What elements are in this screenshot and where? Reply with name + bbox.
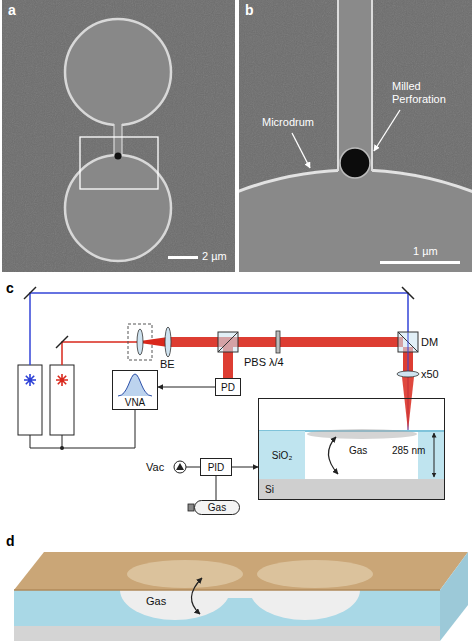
waveplate (276, 331, 280, 353)
pointer-arrow (292, 133, 310, 168)
vacuum-pump (174, 461, 186, 473)
signal-line (216, 476, 217, 500)
pointer-arrow (374, 110, 400, 151)
perforation (340, 148, 370, 178)
gas-cylinder: Gas (194, 500, 240, 515)
silicon-face (14, 626, 440, 641)
drum-top (257, 560, 373, 588)
resonance-curve (118, 374, 152, 396)
node-text: SiO₂ (272, 450, 293, 461)
membrane-deflection (307, 429, 417, 439)
channel-edge (121, 124, 122, 156)
pump-mark (176, 463, 184, 470)
panel-letter: a (8, 2, 16, 18)
perforation (115, 153, 122, 160)
component-label: PBS (244, 356, 266, 369)
focused-beam (402, 377, 414, 431)
oxide-layer: SiO₂ (259, 431, 305, 479)
lens (137, 329, 143, 355)
component-label: Vac (146, 461, 164, 474)
signal-line (158, 387, 215, 388)
detector-box: PD (215, 378, 241, 396)
node-text: Si (265, 484, 274, 495)
scale-label: 1 µm (413, 245, 438, 258)
drum-top (127, 560, 243, 588)
mirror (24, 287, 36, 299)
objective-lens (397, 371, 419, 377)
component-label: BE (160, 358, 175, 371)
sem-background (2, 0, 235, 272)
drum-disc (239, 170, 472, 272)
component-label: λ/4 (269, 356, 284, 369)
expanded-beam (168, 337, 403, 347)
node-text: Gas (349, 445, 367, 456)
beam-splitter (218, 332, 238, 352)
gas-label: Gas (146, 595, 166, 608)
panel-letter: d (6, 533, 15, 549)
drum-disc (65, 155, 171, 261)
laser-star (24, 374, 36, 386)
node-text: Gas (208, 502, 226, 513)
analyzer-box: VNA (112, 370, 158, 410)
node-text: PD (221, 382, 235, 393)
controller-box: PID (200, 458, 232, 476)
cavity-section (120, 590, 230, 620)
laser-box (50, 365, 74, 435)
scale-label: 2 µm (202, 250, 227, 263)
panel-letter: b (245, 2, 254, 18)
scale-bar (168, 256, 198, 259)
silicon-layer: Si (259, 479, 444, 499)
component-label: DM (421, 336, 438, 349)
expanding-beam (140, 337, 168, 347)
channel-edge (337, 0, 339, 171)
gas-flow-arrow (328, 437, 338, 474)
channel-edge (371, 0, 373, 171)
blue-beam (30, 293, 408, 365)
oxide-face (14, 590, 440, 626)
membrane-edge (14, 589, 440, 591)
scale-bar (380, 261, 460, 264)
node-text: PID (208, 462, 225, 473)
signal-line (232, 467, 258, 468)
sem-grain (2, 0, 235, 272)
splitter-diagonal (218, 332, 238, 352)
node-text: VNA (125, 397, 146, 408)
laser-star (56, 374, 68, 386)
laser-box (18, 365, 42, 435)
vacuum-line (186, 467, 200, 468)
callout-label: Microdrum (262, 116, 314, 129)
drum-disc (65, 19, 171, 125)
dimension-arrow (434, 433, 435, 477)
node-text: 285 nm (392, 445, 425, 456)
modulation-wire (30, 410, 135, 448)
side-face (440, 552, 468, 641)
panel-letter: c (6, 280, 14, 296)
sample-chamber: Gas 285 nm SiO₂ Si (258, 398, 445, 500)
channel-edge (113, 124, 114, 156)
lens (165, 327, 171, 357)
cavity-section (250, 590, 360, 620)
zoom-box (80, 137, 158, 189)
mirror (56, 336, 68, 348)
top-surface (14, 552, 468, 590)
mirror (402, 287, 414, 299)
callout-label: Milled Perforation (392, 80, 464, 105)
channel-section (226, 590, 254, 598)
drum-channel (114, 122, 122, 160)
gas-flow-arrow (191, 578, 202, 614)
component-label: x50 (421, 368, 439, 381)
wire-junction (60, 446, 64, 450)
